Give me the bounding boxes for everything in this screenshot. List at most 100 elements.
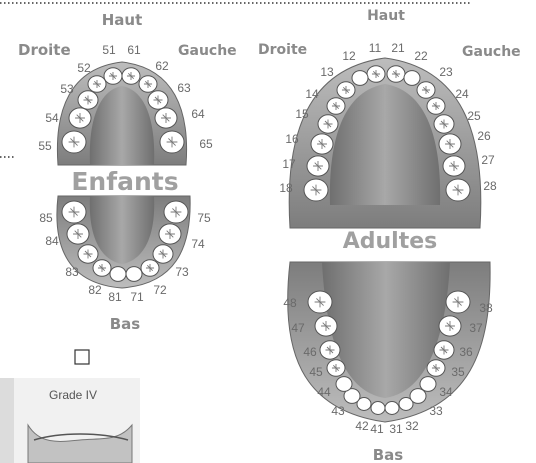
children-gauche-label: Gauche xyxy=(178,43,237,59)
tooth-31[interactable] xyxy=(384,401,400,415)
checkbox[interactable] xyxy=(74,349,90,365)
tooth-number-12: 12 xyxy=(342,49,356,63)
tooth-34[interactable] xyxy=(419,376,437,392)
tooth-26[interactable] xyxy=(438,133,462,155)
tooth-28[interactable] xyxy=(445,178,471,202)
tooth-84[interactable] xyxy=(66,223,90,245)
tooth-number-24: 24 xyxy=(455,87,469,101)
tooth-number-44: 44 xyxy=(317,385,331,399)
tooth-65[interactable] xyxy=(159,130,185,154)
children-droite-label: Droite xyxy=(18,41,71,59)
tooth-number-43: 43 xyxy=(331,404,345,418)
tooth-46[interactable] xyxy=(319,340,341,360)
tooth-74[interactable] xyxy=(158,223,182,245)
tooth-number-13: 13 xyxy=(320,65,334,79)
tooth-18[interactable] xyxy=(303,178,329,202)
tooth-number-15: 15 xyxy=(295,107,309,121)
tooth-36[interactable] xyxy=(433,340,455,360)
tooth-81[interactable] xyxy=(109,266,127,282)
tooth-number-28: 28 xyxy=(483,179,497,193)
tooth-11[interactable] xyxy=(366,65,386,83)
tooth-number-37: 37 xyxy=(469,321,483,335)
tooth-number-45: 45 xyxy=(309,365,323,379)
tooth-number-72: 72 xyxy=(153,283,167,297)
tooth-number-17: 17 xyxy=(282,157,296,171)
tooth-73[interactable] xyxy=(152,244,174,264)
tooth-number-83: 83 xyxy=(65,265,79,279)
tooth-number-11: 11 xyxy=(369,41,382,55)
tooth-35[interactable] xyxy=(426,359,446,377)
tooth-21[interactable] xyxy=(386,65,406,83)
tooth-24[interactable] xyxy=(426,97,446,115)
tooth-14[interactable] xyxy=(326,97,346,115)
tooth-48[interactable] xyxy=(307,290,333,314)
tooth-62[interactable] xyxy=(138,75,158,93)
tooth-43[interactable] xyxy=(343,388,361,404)
tooth-47[interactable] xyxy=(314,315,338,337)
tooth-22[interactable] xyxy=(403,70,421,86)
grade-iv-thumbnail: Grade IV xyxy=(0,378,140,463)
tooth-number-52: 52 xyxy=(77,61,91,75)
tooth-27[interactable] xyxy=(442,155,466,177)
tooth-number-14: 14 xyxy=(305,87,319,101)
tooth-42[interactable] xyxy=(356,397,372,411)
tooth-number-75: 75 xyxy=(197,211,211,225)
tooth-64[interactable] xyxy=(154,107,178,129)
tooth-number-74: 74 xyxy=(191,237,205,251)
tooth-13[interactable] xyxy=(336,81,356,99)
tooth-number-71: 71 xyxy=(130,290,144,304)
tooth-82[interactable] xyxy=(92,259,112,277)
tooth-number-46: 46 xyxy=(303,345,317,359)
tooth-44[interactable] xyxy=(335,376,353,392)
tooth-number-18: 18 xyxy=(279,181,293,195)
tooth-15[interactable] xyxy=(317,114,339,134)
tooth-37[interactable] xyxy=(438,315,462,337)
tooth-number-22: 22 xyxy=(414,49,428,63)
tooth-53[interactable] xyxy=(77,90,99,110)
tooth-number-35: 35 xyxy=(451,365,465,379)
tooth-45[interactable] xyxy=(326,359,346,377)
tooth-41[interactable] xyxy=(370,401,386,415)
tooth-25[interactable] xyxy=(433,114,455,134)
tooth-51[interactable] xyxy=(103,67,123,85)
tooth-38[interactable] xyxy=(445,290,471,314)
tooth-number-25: 25 xyxy=(467,109,481,123)
adult-gauche-label: Gauche xyxy=(462,44,521,60)
tooth-number-26: 26 xyxy=(477,129,491,143)
tooth-number-51: 51 xyxy=(102,43,116,57)
tooth-number-84: 84 xyxy=(45,234,59,248)
tooth-63[interactable] xyxy=(147,90,169,110)
tooth-33[interactable] xyxy=(409,388,427,404)
tooth-32[interactable] xyxy=(398,397,414,411)
tooth-number-33: 33 xyxy=(429,404,443,418)
tooth-number-34: 34 xyxy=(439,385,453,399)
tooth-17[interactable] xyxy=(306,155,330,177)
tooth-23[interactable] xyxy=(416,81,436,99)
tooth-number-21: 21 xyxy=(391,41,405,55)
adult-droite-label: Droite xyxy=(258,42,307,58)
tooth-number-16: 16 xyxy=(285,132,299,146)
tooth-12[interactable] xyxy=(351,70,369,86)
tooth-72[interactable] xyxy=(140,259,160,277)
tooth-85[interactable] xyxy=(61,200,87,224)
tooth-16[interactable] xyxy=(310,133,334,155)
tooth-71[interactable] xyxy=(125,266,143,282)
tooth-number-48: 48 xyxy=(283,296,297,310)
tooth-number-31: 31 xyxy=(389,422,403,436)
tooth-number-61: 61 xyxy=(127,43,141,57)
tooth-number-47: 47 xyxy=(291,321,305,335)
adult-bas-label: Bas xyxy=(373,446,404,463)
tooth-number-38: 38 xyxy=(479,301,493,315)
children-lower-arch xyxy=(56,195,191,289)
tooth-number-65: 65 xyxy=(199,137,213,151)
tooth-number-27: 27 xyxy=(481,153,495,167)
tooth-75[interactable] xyxy=(163,200,189,224)
tooth-55[interactable] xyxy=(61,130,87,154)
tooth-54[interactable] xyxy=(68,107,92,129)
tooth-number-36: 36 xyxy=(459,345,473,359)
tooth-52[interactable] xyxy=(87,75,107,93)
tooth-61[interactable] xyxy=(121,67,141,85)
tooth-83[interactable] xyxy=(77,244,99,264)
tooth-number-55: 55 xyxy=(38,139,52,153)
